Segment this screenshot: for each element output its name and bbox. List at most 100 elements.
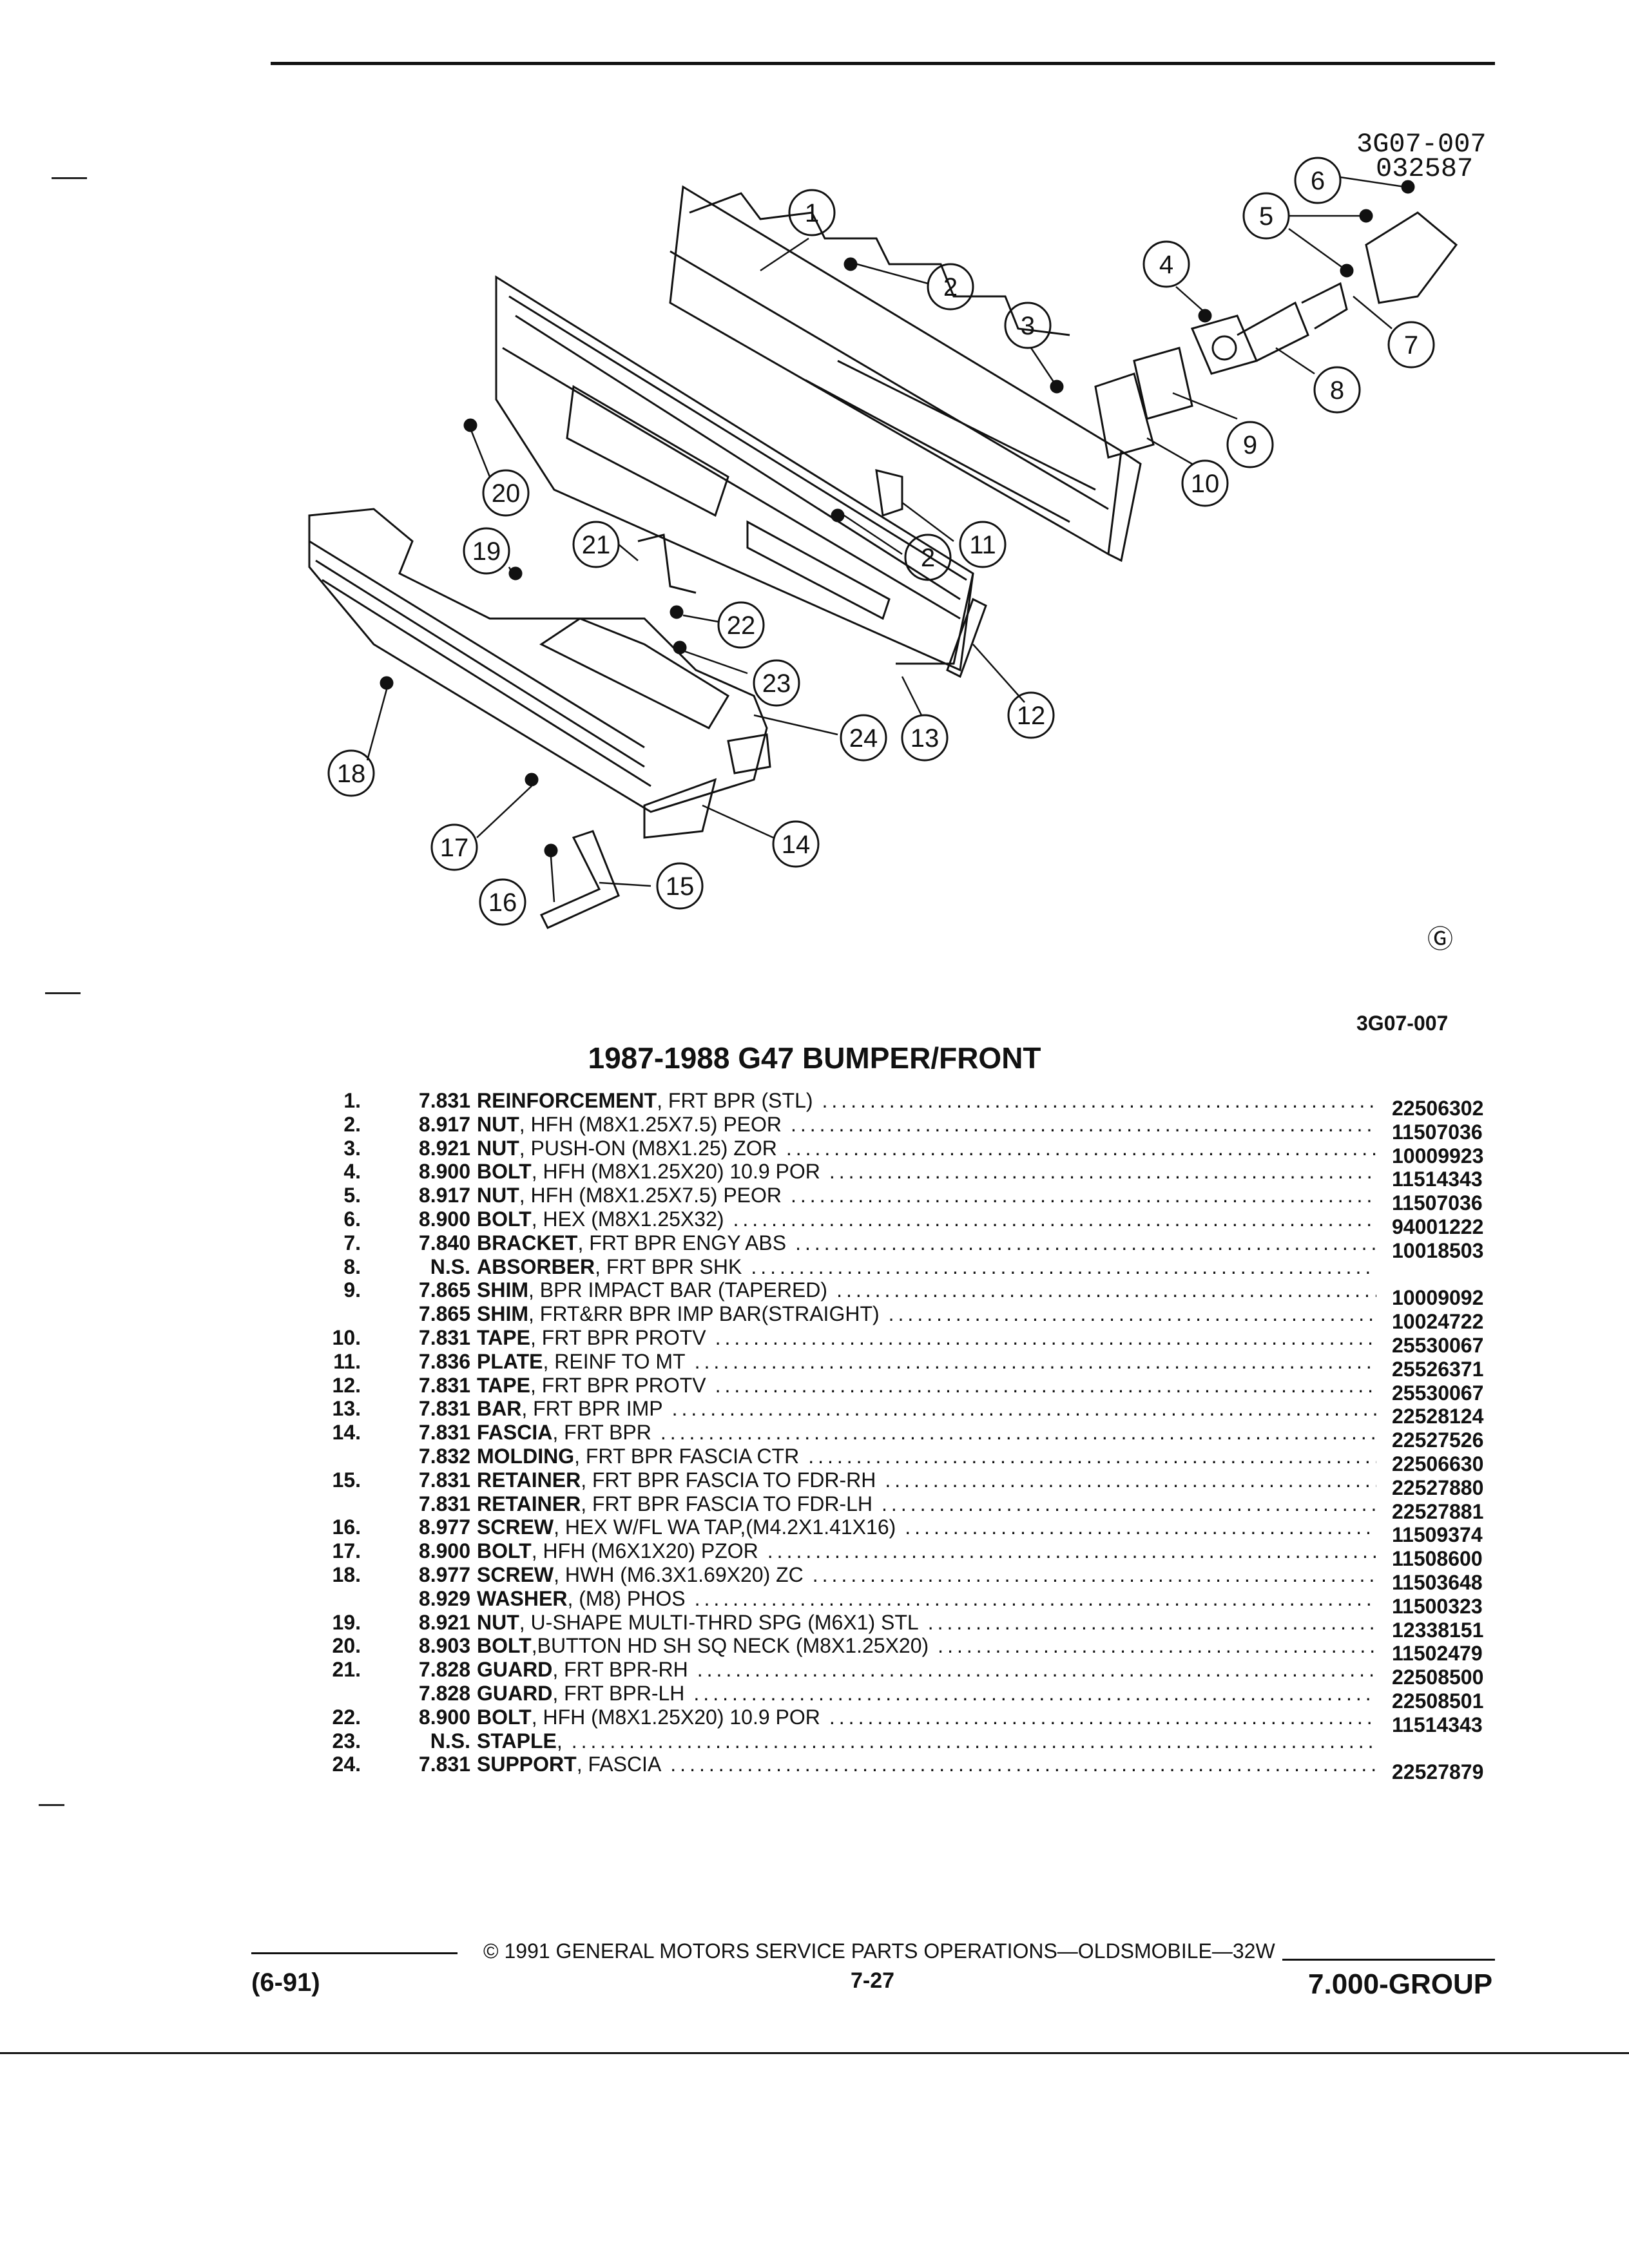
figure-code: 3G07-007 xyxy=(1356,129,1487,160)
item-number: 22. xyxy=(332,1705,361,1729)
leader-dots xyxy=(715,1326,1376,1350)
part-name: SHIM xyxy=(477,1278,528,1302)
part-number: 22508501 xyxy=(1392,1689,1484,1713)
group-code: N.S. xyxy=(430,1254,470,1278)
part-detail: , HEX W/FL WA TAP,(M4.2X1.41X16) xyxy=(554,1515,896,1539)
leader-dots xyxy=(791,1113,1376,1137)
part-description: SCREW , HEX W/FL WA TAP,(M4.2X1.41X16) xyxy=(477,1515,1514,1539)
part-number: 11508600 xyxy=(1392,1547,1483,1571)
leader-dots xyxy=(767,1539,1376,1563)
callout-4: 4 xyxy=(1159,251,1173,279)
part-detail: , FRT&RR BPR IMP BAR(STRAIGHT) xyxy=(528,1302,880,1326)
leader-dots xyxy=(938,1634,1376,1658)
part-number: 10009092 xyxy=(1392,1286,1484,1310)
part-detail: , HFH (M8X1.25X7.5) PEOR xyxy=(519,1112,782,1136)
part-detail: , HWH (M6.3X1.69X20) ZC xyxy=(554,1562,804,1586)
revision-date: (6-91) xyxy=(251,1968,320,1997)
callout-7: 7 xyxy=(1404,331,1418,360)
footer-rule-left xyxy=(251,1952,458,1954)
part-name: FASCIA xyxy=(477,1421,553,1445)
callout-6: 6 xyxy=(1311,167,1325,195)
group-code: 7.832 xyxy=(418,1444,470,1468)
item-number: 12. xyxy=(332,1373,361,1397)
part-detail: , PUSH-ON (M8X1.25) ZOR xyxy=(519,1136,777,1160)
callout-19: 19 xyxy=(472,537,501,566)
part-number: 22527881 xyxy=(1392,1499,1484,1523)
item-number: 16. xyxy=(332,1515,361,1539)
part-description: SUPPORT , FASCIA xyxy=(477,1753,1514,1776)
item-number: 9. xyxy=(343,1278,361,1302)
part-description: RETAINER , FRT BPR FASCIA TO FDR-LH xyxy=(477,1492,1514,1516)
callout-1: 1 xyxy=(805,199,819,227)
part-description: SHIM , FRT&RR BPR IMP BAR(STRAIGHT) xyxy=(477,1302,1514,1326)
part-number: 22527526 xyxy=(1392,1428,1484,1452)
part-number: 11503648 xyxy=(1392,1570,1483,1594)
part-name: BAR xyxy=(477,1397,522,1421)
part-name: BOLT xyxy=(477,1160,532,1184)
part-number: 22528124 xyxy=(1392,1405,1484,1428)
shim-parts xyxy=(1094,347,1193,459)
leader-dots xyxy=(695,1587,1376,1611)
leader-dots xyxy=(715,1374,1376,1398)
item-number: 7. xyxy=(343,1231,361,1254)
part-name: SCREW xyxy=(477,1515,554,1539)
leader-dots xyxy=(572,1729,1376,1753)
part-description: ABSORBER , FRT BPR SHK xyxy=(477,1255,1514,1279)
callout-17: 17 xyxy=(440,834,469,862)
leader-dots xyxy=(836,1278,1376,1302)
group-code: 7.831 xyxy=(418,1325,470,1349)
part-detail: , FRT BPR xyxy=(552,1421,651,1445)
callout-24: 24 xyxy=(849,724,878,753)
part-detail: , FRT BPR-LH xyxy=(552,1681,685,1705)
callout-10: 10 xyxy=(1191,470,1220,498)
part-name: RETAINER xyxy=(477,1492,581,1515)
part-detail: , FRT BPR (STL) xyxy=(657,1089,813,1112)
part-detail: , HFH (M8X1.25X20) 10.9 POR xyxy=(531,1160,820,1184)
part-name: TAPE xyxy=(477,1325,530,1349)
part-number: 11502479 xyxy=(1392,1642,1483,1666)
margin-mark xyxy=(45,992,81,994)
group-code: 8.929 xyxy=(418,1586,470,1610)
group-code: 8.903 xyxy=(418,1634,470,1658)
group-code: 8.977 xyxy=(418,1562,470,1586)
parts-row: 23.N.S.STAPLE , xyxy=(303,1729,1514,1753)
part-description: STAPLE , xyxy=(477,1729,1514,1753)
group-code: 8.917 xyxy=(418,1184,470,1207)
part-detail: , FRT BPR FASCIA CTR xyxy=(574,1444,800,1468)
footer-rule-right xyxy=(1282,1959,1495,1961)
callout-13: 13 xyxy=(911,724,940,753)
group-code: 7.828 xyxy=(418,1658,470,1682)
part-detail: , FRT BPR PROTV xyxy=(530,1325,706,1349)
group-code: 7.831 xyxy=(418,1421,470,1445)
part-name: BRACKET xyxy=(477,1231,578,1254)
part-number: 11507036 xyxy=(1392,1191,1483,1215)
gm-logo-icon: Ⓖ xyxy=(1427,925,1453,954)
part-name: BOLT xyxy=(477,1539,532,1563)
item-number: 20. xyxy=(332,1634,361,1658)
part-description: BAR , FRT BPR IMP xyxy=(477,1397,1514,1421)
callout-21: 21 xyxy=(582,531,611,559)
part-description: BOLT , HEX (M8X1.25X32) xyxy=(477,1207,1514,1231)
parts-row: 8.N.S.ABSORBER , FRT BPR SHK xyxy=(303,1255,1514,1279)
leader-lines xyxy=(366,176,1405,903)
fastener-parts xyxy=(380,180,1415,858)
part-number: 11500323 xyxy=(1392,1594,1483,1618)
impact-bar-part xyxy=(495,275,974,672)
item-number: 11. xyxy=(333,1349,361,1373)
figure-code-bottom: 3G07-007 xyxy=(1356,1012,1449,1035)
group-code: 7.831 xyxy=(418,1397,470,1421)
item-number: 6. xyxy=(343,1207,361,1231)
part-number: 11514343 xyxy=(1392,1713,1483,1736)
